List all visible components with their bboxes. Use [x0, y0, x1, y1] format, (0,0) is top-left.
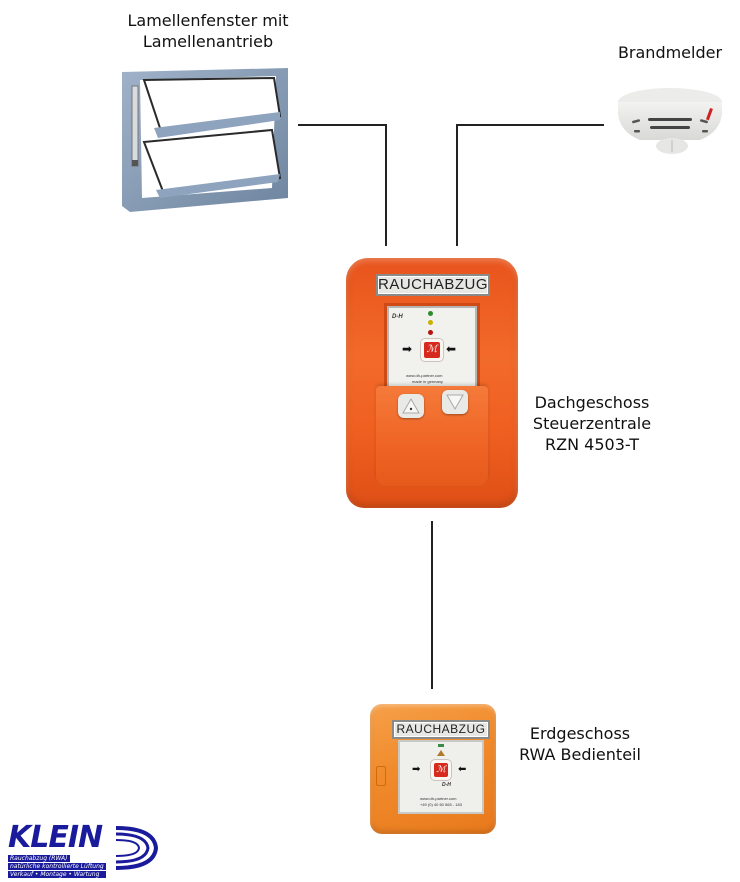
- connector-window-vertical: [385, 124, 387, 246]
- panel-flame-icon: ℳ: [434, 763, 448, 777]
- central-made: made in germany: [412, 379, 443, 384]
- panel-smoke-vent-button[interactable]: ℳ: [431, 760, 451, 780]
- arrow-right-icon: ➡: [402, 342, 413, 356]
- connector-window-horizontal: [298, 124, 386, 126]
- central-control-unit: RAUCHABZUG D-H ➡ ℳ ⬅ www.dh-partner.com …: [346, 258, 518, 508]
- panel-led: [438, 744, 444, 747]
- central-display-window: D-H ➡ ℳ ⬅ www.dh-partner.com made in ger…: [384, 303, 480, 391]
- close-button[interactable]: [442, 390, 468, 414]
- panel-nameplate-text: RAUCHABZUG: [396, 722, 486, 736]
- central-nameplate: RAUCHABZUG: [376, 274, 490, 296]
- central-label: Dachgeschoss Steuerzentrale RZN 4503-T: [522, 392, 662, 455]
- panel-arrow-left-icon: ⬅: [458, 764, 467, 775]
- klein-logo: KLEIN Rauchabzug (RWA) natürliche kontro…: [4, 822, 164, 878]
- logo-tagline-2: natürliche kontrollierte Lüftung: [8, 863, 106, 870]
- connector-detector-horizontal: [456, 124, 604, 126]
- flame-icon: ℳ: [424, 342, 440, 358]
- logo-wordmark: KLEIN: [8, 820, 103, 855]
- triangle-up-icon: [402, 397, 420, 414]
- window-label-line2: Lamellenantrieb: [142, 32, 274, 51]
- status-led-warning: [428, 320, 433, 325]
- panel-phone: +49 (0) 40 60 565 - 183: [420, 802, 462, 807]
- panel-nameplate: RAUCHABZUG: [392, 720, 490, 739]
- status-led-ok: [428, 311, 433, 316]
- central-button-cover: [376, 386, 488, 486]
- panel-latch: [376, 766, 386, 786]
- panel-brand: D-H: [442, 782, 451, 788]
- status-led-alarm: [428, 330, 433, 335]
- smoke-vent-trigger-button[interactable]: ℳ: [421, 339, 443, 361]
- panel-label-line2: RWA Bedienteil: [519, 745, 641, 764]
- triangle-down-icon: [446, 394, 464, 411]
- open-button[interactable]: [398, 394, 424, 418]
- panel-web: www.dh-partner.com: [420, 796, 457, 801]
- central-web: www.dh-partner.com: [406, 373, 443, 378]
- detector-label: Brandmelder: [608, 42, 732, 63]
- central-label-line2: Steuerzentrale: [532, 414, 652, 433]
- central-brand: D-H: [392, 314, 403, 320]
- smoke-detector-icon: [610, 80, 730, 160]
- central-nameplate-text: RAUCHABZUG: [378, 276, 489, 293]
- logo-tagline-3: Verkauf • Montage • Wartung: [8, 871, 106, 878]
- central-label-line3: RZN 4503-T: [545, 435, 639, 454]
- connector-panel-vertical: [431, 521, 433, 689]
- window-label: Lamellenfenster mit Lamellenantrieb: [108, 10, 308, 52]
- rwa-operating-panel: RAUCHABZUG ➡ ℳ ⬅ D-H www.dh-partner.com …: [370, 704, 496, 834]
- central-label-line1: Dachgeschoss: [534, 393, 650, 412]
- arrow-left-icon: ⬅: [446, 342, 457, 356]
- panel-display-window: ➡ ℳ ⬅ D-H www.dh-partner.com +49 (0) 40 …: [398, 740, 484, 814]
- warning-triangle-icon: [437, 750, 445, 756]
- panel-label-line1: Erdgeschoss: [529, 724, 631, 743]
- detector-label-text: Brandmelder: [617, 43, 723, 62]
- panel-arrow-right-icon: ➡: [412, 764, 421, 775]
- logo-tagline-1: Rauchabzug (RWA): [8, 855, 70, 862]
- panel-label: Erdgeschoss RWA Bedienteil: [502, 723, 658, 765]
- connector-detector-vertical: [456, 124, 458, 246]
- window-label-line1: Lamellenfenster mit: [127, 11, 289, 30]
- louvre-window-icon: [120, 66, 290, 214]
